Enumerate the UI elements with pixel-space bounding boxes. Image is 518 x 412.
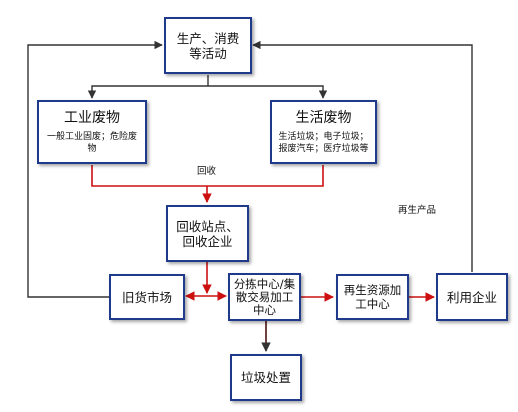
node-utilizing-label: 利用企业 (446, 289, 497, 305)
node-garbage-label: 垃圾处置 (240, 370, 291, 385)
node-production-label: 生产、消费等活动 (176, 30, 240, 61)
node-garbage-disposal: 垃圾处置 (230, 354, 302, 401)
node-second-hand-market: 旧货市场 (109, 274, 185, 320)
edge-production-split (91, 75, 324, 97)
node-second-hand-label: 旧货市场 (121, 289, 172, 305)
label-renewable-product: 再生产品 (398, 205, 437, 216)
node-recycle-station-label: 回收站点、回收企业 (176, 218, 239, 249)
node-recycle-station: 回收站点、回收企业 (166, 205, 249, 262)
node-domestic-waste: 生活废物 生活垃圾；电子垃圾；报废汽车；医疗垃圾等 (270, 100, 377, 164)
node-utilizing-enterprise: 利用企业 (436, 273, 508, 321)
node-sorting-label: 分拣中心/集散交易加工中心 (233, 276, 296, 317)
label-recycle: 回收 (197, 166, 217, 177)
node-production: 生产、消费等活动 (164, 17, 252, 74)
node-industrial-waste: 工业废物 一般工业固废；危险废物 (37, 100, 147, 164)
node-industrial-desc: 一般工业固废；危险废物 (47, 131, 138, 154)
node-domestic-desc: 生活垃圾；电子垃圾；报废汽车；医疗垃圾等 (278, 131, 369, 154)
node-sorting-center: 分拣中心/集散交易加工中心 (228, 273, 301, 321)
edge-second-hand-loop (27, 40, 163, 298)
node-domestic-title: 生活废物 (295, 109, 352, 126)
node-renewable-label: 再生资源加工中心 (343, 283, 402, 311)
node-industrial-title: 工业废物 (64, 109, 120, 126)
edge-utilizing-loop (252, 40, 473, 272)
node-renewable-center: 再生资源加工中心 (336, 274, 409, 320)
